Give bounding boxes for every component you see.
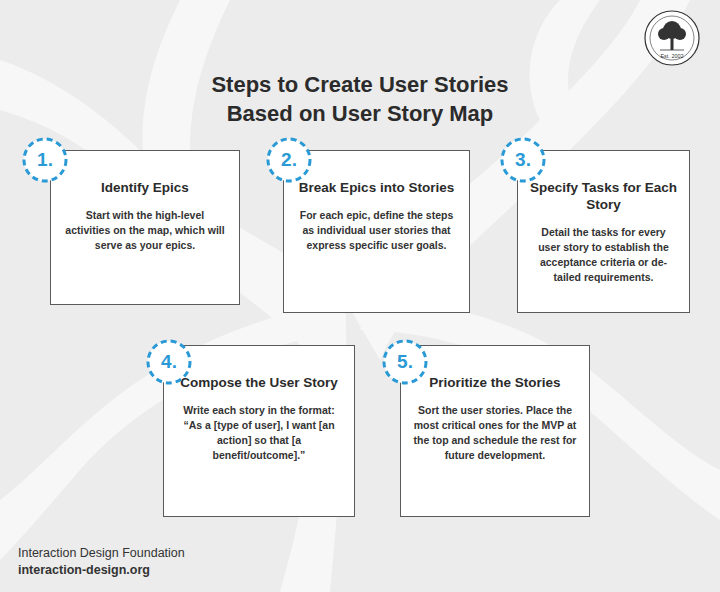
step-description: Sort the user stories. Place the most cr…: [413, 403, 577, 463]
step-heading: Specify Tasks for Each Story: [530, 179, 677, 213]
step-heading: Compose the User Story: [180, 374, 338, 391]
step-number-circle: 3.: [500, 137, 546, 183]
step-number-circle: 5.: [382, 339, 428, 385]
footer-text: Interaction Design Foundation: [18, 546, 185, 560]
step-number-circle: 4.: [146, 339, 192, 385]
step-number: 3.: [515, 149, 531, 171]
step-number-circle: 1.: [22, 137, 68, 183]
step-number-circle: 2.: [266, 137, 312, 183]
logo-text: Est. 2002: [660, 53, 683, 59]
diagram-title: Steps to Create User Stories Based on Us…: [190, 70, 530, 128]
step-description: Write each story in the format: “As a [t…: [176, 403, 342, 463]
step-description: Start with the high-level activities on …: [63, 208, 227, 253]
step-heading: Break Epics into Stories: [299, 179, 454, 196]
step-number: 5.: [397, 351, 413, 373]
step-heading: Prioritize the Stories: [429, 374, 560, 391]
step-box: Specify Tasks for Each StoryDetail the t…: [517, 150, 690, 313]
step-number: 4.: [161, 351, 177, 373]
step-number: 2.: [281, 149, 297, 171]
step-box: Compose the User StoryWrite each story i…: [163, 345, 355, 517]
step-description: Detail the tasks for every user story to…: [530, 225, 677, 285]
footer-url: interaction-design.org: [18, 563, 150, 577]
step-heading: Identify Epics: [101, 179, 189, 196]
step-box: Identify EpicsStart with the high-level …: [50, 150, 240, 305]
step-box: Break Epics into StoriesFor each epic, d…: [283, 150, 470, 313]
step-description: For each epic, define the steps as indiv…: [296, 208, 457, 253]
logo: [645, 11, 699, 65]
step-box: Prioritize the StoriesSort the user stor…: [400, 345, 590, 517]
step-number: 1.: [37, 149, 53, 171]
